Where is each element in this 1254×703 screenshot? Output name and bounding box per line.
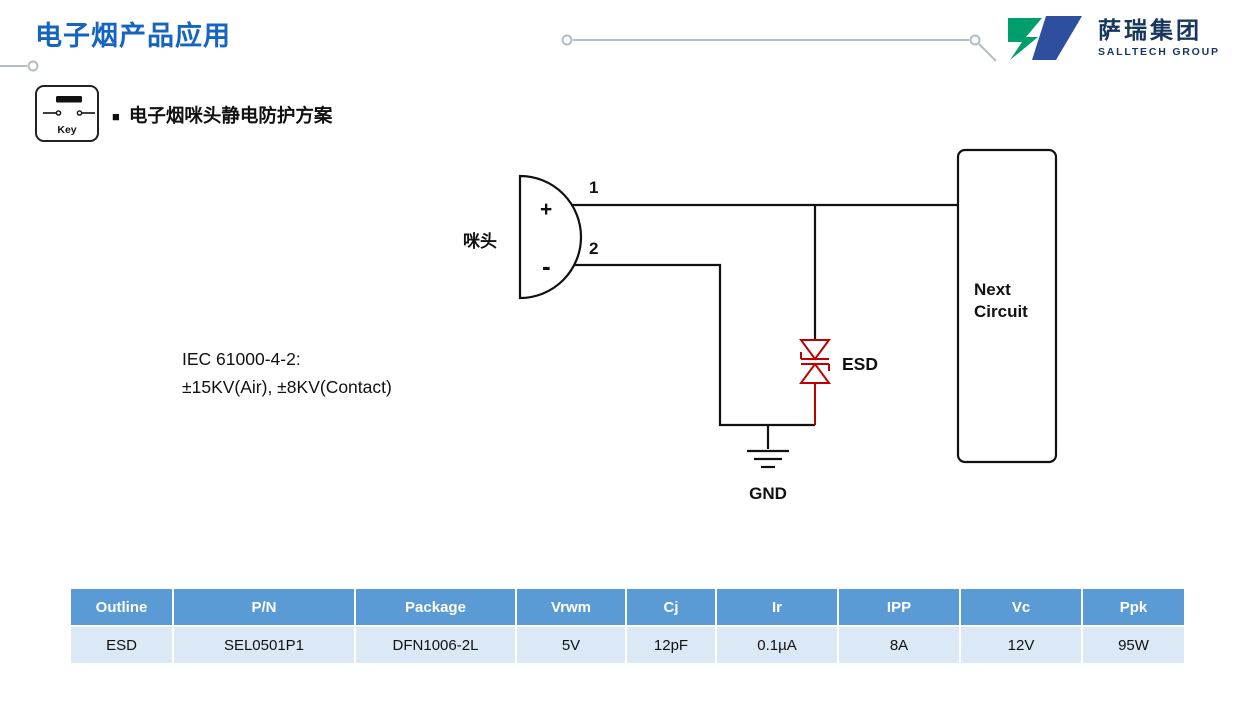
col-header-pn: P/N bbox=[173, 588, 355, 626]
cell-package: DFN1006-2L bbox=[355, 626, 516, 664]
cell-cj: 12pF bbox=[626, 626, 716, 664]
col-header-vc: Vc bbox=[960, 588, 1082, 626]
next-circuit-label-line1: Next bbox=[974, 280, 1011, 299]
mic-minus-terminal: - bbox=[542, 251, 551, 281]
circuit-diagram: + - 咪头 1 2 ESD GND Next Circuit bbox=[182, 148, 1058, 503]
esd-label: ESD bbox=[842, 354, 878, 374]
col-header-vrwm: Vrwm bbox=[516, 588, 626, 626]
cell-outline: ESD bbox=[70, 626, 173, 664]
key-card: Key bbox=[35, 85, 99, 142]
mic-label: 咪头 bbox=[463, 231, 497, 251]
pin2-label: 2 bbox=[589, 239, 598, 258]
col-header-package: Package bbox=[355, 588, 516, 626]
logo-blue-shape bbox=[1032, 16, 1082, 60]
cell-ipp: 8A bbox=[838, 626, 960, 664]
key-switch-icon bbox=[43, 96, 95, 116]
tvs-diode-symbol bbox=[799, 339, 831, 425]
company-logo: 萨瑞集团 SALLTECH GROUP bbox=[1002, 12, 1220, 64]
logo-subtitle: SALLTECH GROUP bbox=[1098, 45, 1220, 58]
pin1-label: 1 bbox=[589, 178, 598, 197]
logo-name: 萨瑞集团 bbox=[1098, 17, 1202, 44]
spec-table-data-row: ESD SEL0501P1 DFN1006-2L 5V 12pF 0.1µA 8… bbox=[70, 626, 1185, 664]
cell-ir: 0.1µA bbox=[716, 626, 838, 664]
page-title: 电子烟产品应用 bbox=[35, 21, 231, 51]
gnd-label: GND bbox=[749, 484, 787, 503]
ground-symbol bbox=[747, 425, 789, 469]
microphone-symbol bbox=[518, 174, 583, 300]
cell-vc: 12V bbox=[960, 626, 1082, 664]
cell-vrwm: 5V bbox=[516, 626, 626, 664]
next-circuit-box bbox=[956, 148, 1058, 464]
iec-note-line1: IEC 61000-4-2: bbox=[182, 349, 301, 369]
section-heading-text: 电子烟咪头静电防护方案 bbox=[128, 105, 333, 126]
col-header-outline: Outline bbox=[70, 588, 173, 626]
mic-plus-terminal: + bbox=[540, 198, 552, 221]
col-header-cj: Cj bbox=[626, 588, 716, 626]
pin2-wire bbox=[574, 263, 815, 427]
next-circuit-label-line2: Circuit bbox=[974, 302, 1028, 321]
logo-mark-icon bbox=[1008, 16, 1082, 60]
col-header-ipp: IPP bbox=[838, 588, 960, 626]
cell-ppk: 95W bbox=[1082, 626, 1185, 664]
logo-green-shape bbox=[1008, 18, 1042, 60]
section-heading: ■ 电子烟咪头静电防护方案 bbox=[112, 102, 332, 128]
key-card-label: Key bbox=[57, 124, 77, 136]
cell-pn: SEL0501P1 bbox=[173, 626, 355, 664]
col-header-ppk: Ppk bbox=[1082, 588, 1185, 626]
spec-table-header-row: Outline P/N Package Vrwm Cj Ir IPP Vc Pp… bbox=[70, 588, 1185, 626]
iec-note-line2: ±15KV(Air), ±8KV(Contact) bbox=[182, 377, 392, 397]
spec-table: Outline P/N Package Vrwm Cj Ir IPP Vc Pp… bbox=[70, 588, 1185, 664]
square-bullet-icon: ■ bbox=[112, 108, 120, 124]
col-header-ir: Ir bbox=[716, 588, 838, 626]
